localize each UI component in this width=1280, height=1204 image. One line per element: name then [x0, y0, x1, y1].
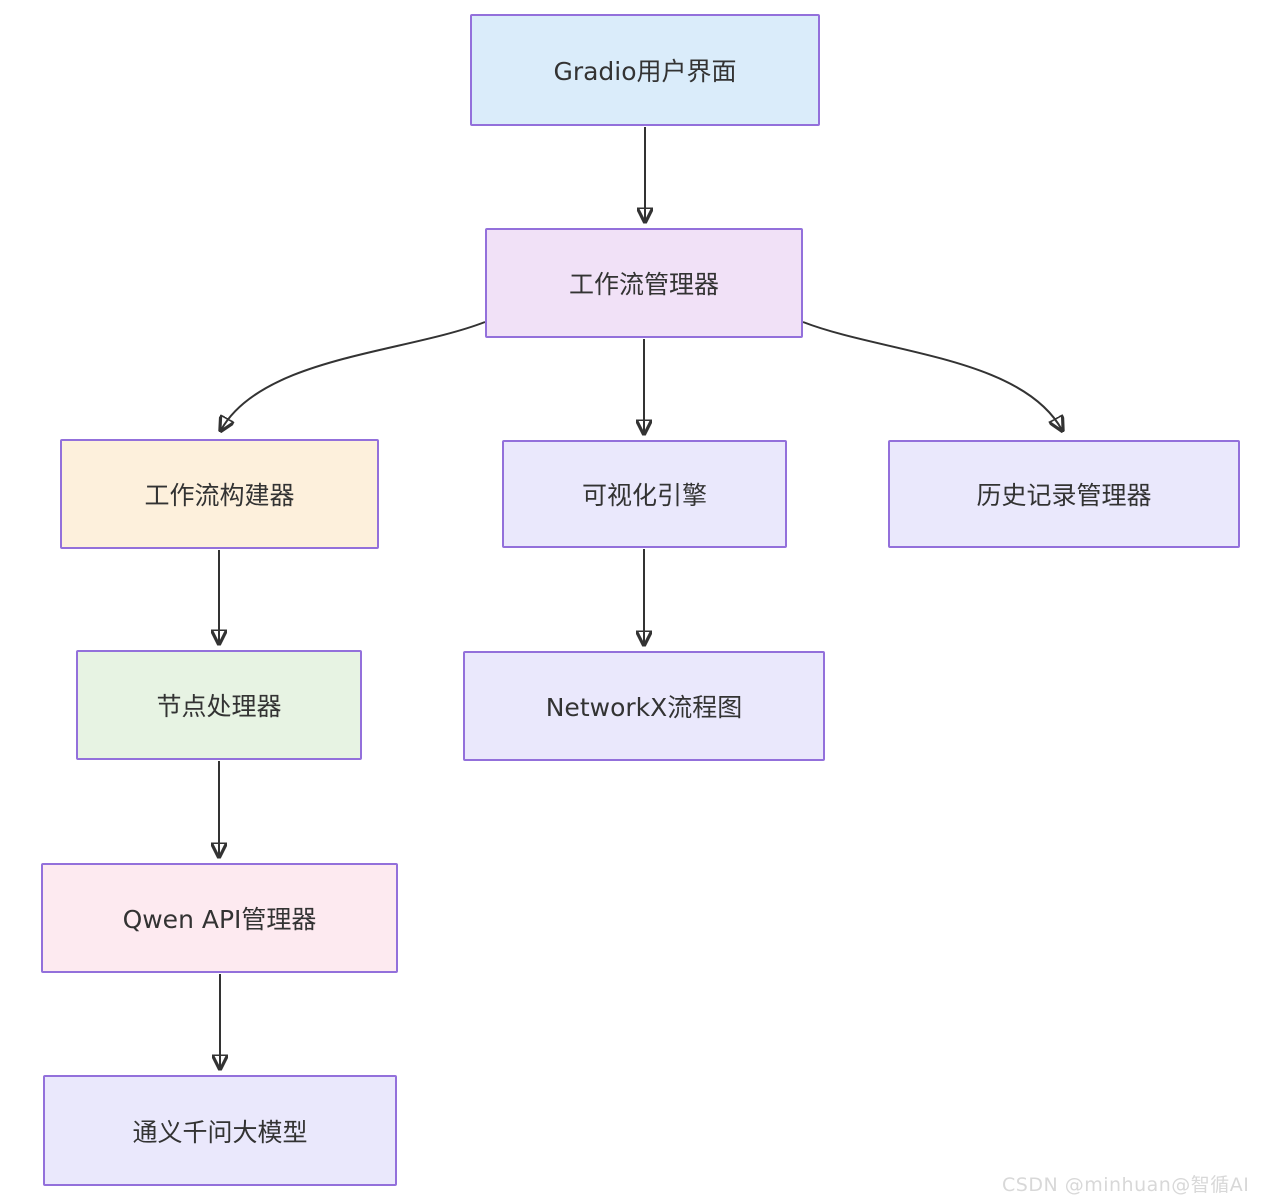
node-node-processor: 节点处理器: [76, 650, 362, 760]
node-networkx-flowchart-label: NetworkX流程图: [545, 693, 743, 722]
node-workflow-builder: 工作流构建器: [60, 439, 379, 549]
node-workflow-manager: 工作流管理器: [485, 228, 803, 338]
node-node-processor-label: 节点处理器: [156, 692, 282, 721]
node-visualization-engine-label: 可视化引擎: [581, 481, 707, 510]
node-workflow-builder-label: 工作流构建器: [144, 481, 295, 510]
watermark-text: CSDN @minhuan@智循AI: [1002, 1174, 1250, 1196]
node-workflow-manager-label: 工作流管理器: [568, 270, 719, 299]
edge-workflow-manager-to-history-manager: [802, 321, 1062, 430]
node-networkx-flowchart: NetworkX流程图: [463, 651, 825, 761]
node-qwen-api-manager: Qwen API管理器: [41, 863, 398, 973]
node-gradio-ui: Gradio用户界面: [470, 14, 820, 126]
node-tongyi-qianwen-llm: 通义千问大模型: [43, 1075, 397, 1186]
node-history-manager-label: 历史记录管理器: [976, 481, 1152, 510]
node-gradio-ui-label: Gradio用户界面: [553, 57, 737, 86]
edge-workflow-manager-to-workflow-builder: [221, 321, 486, 430]
node-history-manager: 历史记录管理器: [888, 440, 1240, 548]
node-visualization-engine: 可视化引擎: [502, 440, 787, 548]
node-qwen-api-manager-label: Qwen API管理器: [122, 905, 317, 934]
node-tongyi-qianwen-llm-label: 通义千问大模型: [132, 1117, 308, 1147]
